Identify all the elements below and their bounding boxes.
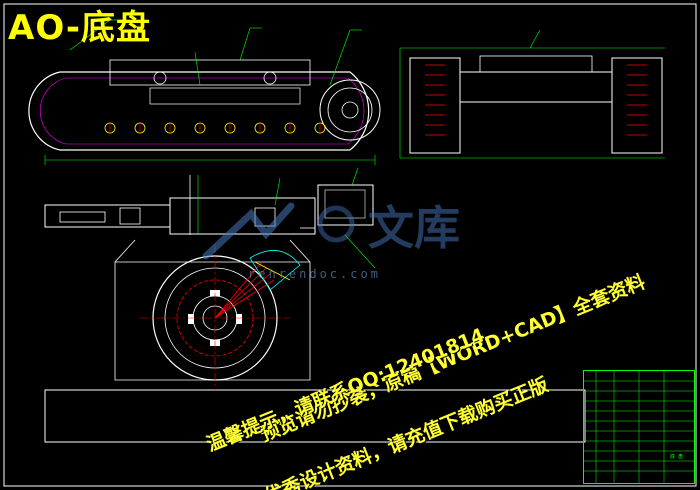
watermark-ring-icon [317,205,355,243]
title-block: 底 盘 [583,370,695,484]
chassis-plan-view [44,239,586,443]
watermark-person-icon [202,202,295,260]
drive-assembly [44,167,376,291]
crawler-side-view [28,19,381,165]
watermark-site: renrendoc.com [248,267,381,281]
watermark-logo: 文库 [202,201,460,260]
title-block-label-2: 盘 [678,454,684,460]
drawing-title: AO-底盘 [8,8,151,48]
crawler-front-view [399,29,665,159]
title-block-grid [584,371,694,483]
drawing-frame [3,3,697,487]
watermark-logo-text: 文库 [368,201,460,255]
title-block-label-1: 底 [670,454,676,460]
